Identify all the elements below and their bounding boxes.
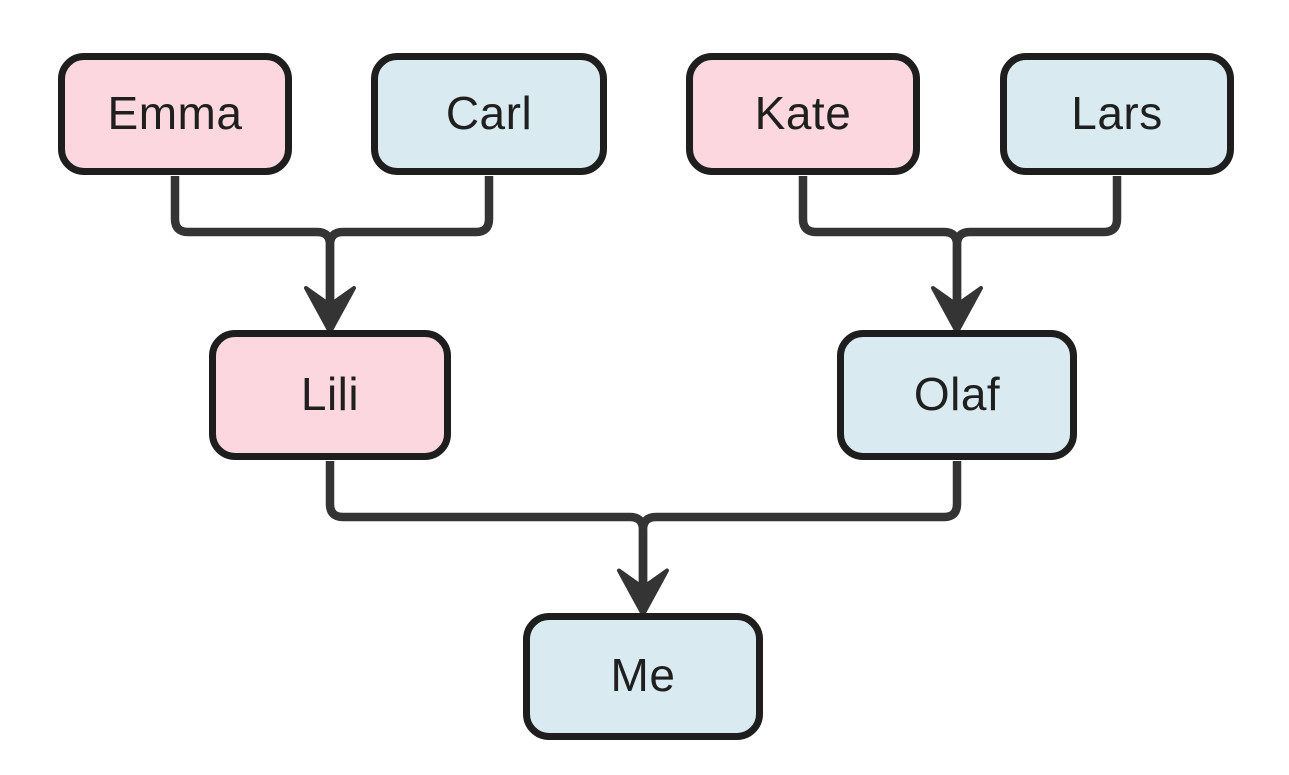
node-me: Me bbox=[523, 612, 763, 740]
node-emma: Emma bbox=[58, 53, 292, 175]
arrowhead-lili bbox=[304, 286, 356, 334]
node-label-lars: Lars bbox=[1071, 87, 1163, 139]
node-label-me: Me bbox=[610, 649, 676, 701]
node-label-lili: Lili bbox=[300, 368, 360, 420]
node-label-olaf: Olaf bbox=[913, 368, 1001, 420]
edge-carl-to-lili bbox=[325, 176, 494, 304]
edge-olaf-to-me bbox=[638, 461, 962, 587]
node-lili: Lili bbox=[209, 330, 451, 460]
node-olaf: Olaf bbox=[837, 330, 1077, 460]
arrowhead-olaf bbox=[931, 286, 983, 334]
node-label-emma: Emma bbox=[107, 87, 243, 139]
node-lars: Lars bbox=[1000, 53, 1234, 175]
node-label-carl: Carl bbox=[445, 87, 533, 139]
node-label-kate: Kate bbox=[754, 87, 852, 139]
edge-lars-to-olaf bbox=[952, 176, 1122, 304]
arrowhead-me bbox=[617, 568, 669, 617]
node-carl: Carl bbox=[371, 53, 607, 175]
node-kate: Kate bbox=[686, 53, 920, 175]
